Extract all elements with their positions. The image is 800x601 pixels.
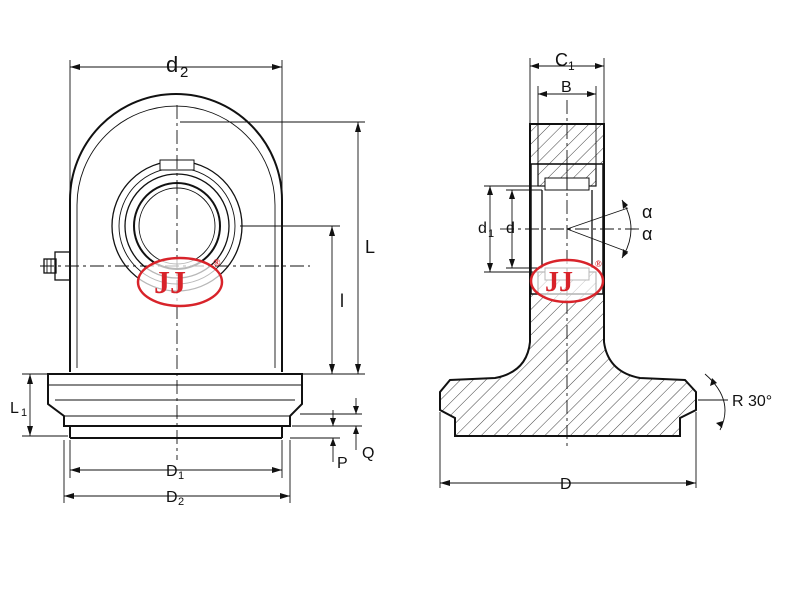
D2-label: D [166, 489, 178, 506]
logo-text-left: JJ [154, 264, 186, 300]
R30-label: R 30° [732, 393, 772, 410]
Q-label: Q [362, 445, 374, 462]
P-arrows [330, 418, 336, 446]
tilt-line-bottom [566, 228, 629, 253]
flange-base [47, 373, 303, 427]
alpha-bottom-label: α [642, 224, 652, 244]
D-label: D [560, 476, 572, 493]
L1-label-sub: 1 [21, 407, 27, 419]
L-label: L [365, 237, 375, 257]
C1-label: C [555, 50, 568, 70]
B-label: B [561, 79, 572, 96]
d-label: d [506, 220, 515, 237]
d1-label-sub: 1 [488, 228, 494, 240]
d-arrows [509, 190, 515, 268]
tilt-line-top [566, 207, 629, 230]
logo-text-right: JJ [545, 267, 573, 298]
d2-label-sub: 2 [180, 64, 188, 81]
Q-arrows [353, 406, 359, 434]
logo-reg-right: ® [595, 259, 602, 269]
housing-inner-outline [76, 105, 276, 368]
housing-outline [69, 93, 283, 372]
D2-label-sub: 2 [178, 496, 184, 508]
D1-label-sub: 1 [178, 470, 184, 482]
P-label: P [337, 455, 348, 472]
L1-label: L [10, 400, 19, 417]
d1-arrows [487, 186, 493, 272]
section-view: C 1 B d 1 d α α D R 30° [439, 50, 772, 493]
l-label: l [340, 291, 344, 311]
alpha-top-label: α [642, 202, 652, 222]
C1-label-sub: 1 [568, 59, 575, 73]
C1-arrows [530, 63, 604, 69]
d2-label: d [166, 52, 178, 77]
d1-label: d [478, 220, 487, 237]
logo-watermark-right: JJ ® [529, 258, 605, 304]
D1-label: D [166, 463, 178, 480]
logo-watermark-left: JJ ® [136, 256, 224, 308]
R30-arrows [710, 378, 723, 428]
logo-reg-left: ® [213, 258, 221, 269]
